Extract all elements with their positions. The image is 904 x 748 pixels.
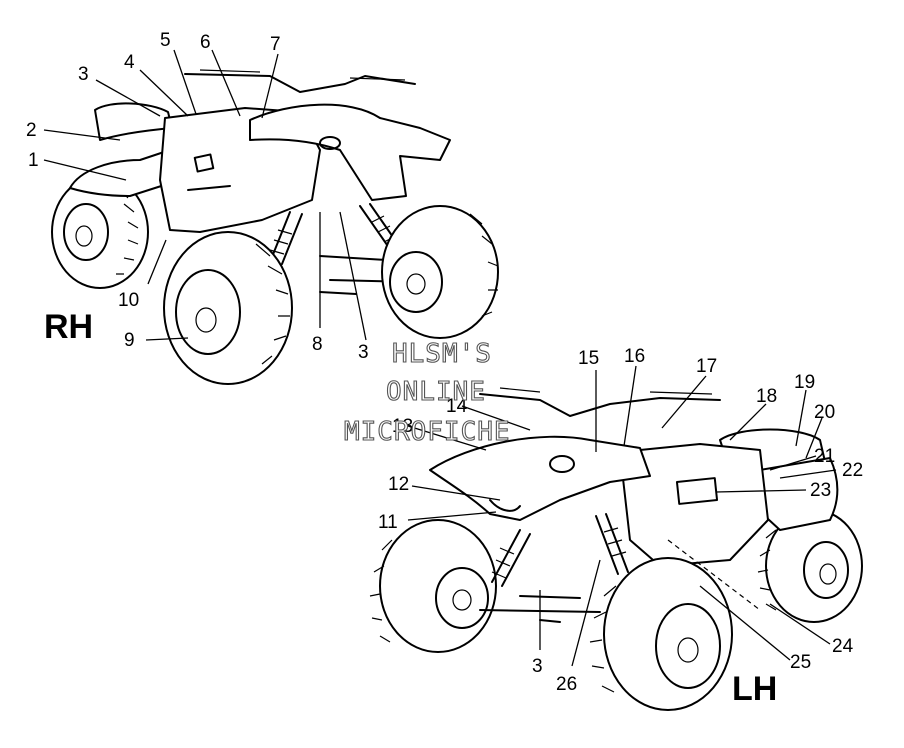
callout-lh-21: 21 xyxy=(814,446,835,467)
callout-lh-3: 3 xyxy=(532,656,543,677)
callout-rh-10: 10 xyxy=(118,290,139,311)
leader-lines xyxy=(43,49,837,667)
rh-callouts: 1 2 3 4 5 6 7 8 3 9 10 xyxy=(26,30,369,363)
callout-lh-24: 24 xyxy=(832,636,854,657)
callout-lh-19: 19 xyxy=(794,372,815,393)
lh-front-fender xyxy=(429,435,651,521)
rh-rear-fender xyxy=(69,147,181,197)
callout-rh-7: 7 xyxy=(270,34,281,55)
callout-lh-25: 25 xyxy=(790,652,811,673)
rh-handlebar xyxy=(184,73,416,93)
callout-rh-3a: 3 xyxy=(78,64,89,85)
callout-lh-20: 20 xyxy=(814,402,835,423)
lh-side-panel xyxy=(619,443,769,567)
lh-far-front-wheel xyxy=(369,519,497,653)
rh-seat xyxy=(94,102,173,141)
atv-rh-view xyxy=(51,69,499,385)
callout-rh-5: 5 xyxy=(160,30,171,51)
callout-rh-8: 8 xyxy=(312,334,323,355)
rh-decal-small xyxy=(193,153,215,173)
watermark-line-1: HLSM'S xyxy=(392,339,492,369)
lh-front-wheel xyxy=(589,557,733,711)
lh-handlebar xyxy=(479,393,721,417)
callout-lh-26: 26 xyxy=(556,674,577,695)
callout-lh-15: 15 xyxy=(578,348,599,369)
callout-lh-17: 17 xyxy=(696,356,717,377)
rh-far-front-wheel xyxy=(381,205,499,339)
callout-lh-13: 13 xyxy=(392,416,413,437)
watermark-line-3: MICROFICHE xyxy=(344,417,511,447)
lh-rear-fender xyxy=(755,457,839,531)
callout-rh-9: 9 xyxy=(124,330,135,351)
callout-rh-4: 4 xyxy=(124,52,135,73)
callout-lh-11: 11 xyxy=(378,512,398,533)
callout-lh-16: 16 xyxy=(624,346,645,367)
view-label-lh: LH xyxy=(732,670,777,708)
lh-callouts: 11 12 13 14 15 16 17 18 19 20 21 22 23 2… xyxy=(378,346,863,695)
callout-rh-6: 6 xyxy=(200,32,211,53)
watermark-line-2: ONLINE xyxy=(386,377,486,407)
callout-lh-22: 22 xyxy=(842,460,863,481)
callout-rh-3b: 3 xyxy=(358,342,369,363)
rh-front-fender xyxy=(249,103,451,201)
watermark: HLSM'S ONLINE MICROFICHE xyxy=(343,338,511,447)
callout-lh-18: 18 xyxy=(756,386,777,407)
lh-decal-large xyxy=(675,477,719,505)
rh-front-wheel xyxy=(163,231,293,385)
lh-rear-wheel xyxy=(757,509,863,623)
view-label-rh: RH xyxy=(44,308,93,346)
callout-rh-1: 1 xyxy=(28,150,39,171)
callout-lh-12: 12 xyxy=(388,474,409,495)
atv-lh-view xyxy=(369,387,863,711)
lh-front-shock xyxy=(491,513,629,587)
callout-lh-23: 23 xyxy=(810,480,831,501)
callout-lh-14: 14 xyxy=(446,396,468,417)
callout-rh-2: 2 xyxy=(26,120,37,141)
rh-front-shock xyxy=(269,203,403,265)
